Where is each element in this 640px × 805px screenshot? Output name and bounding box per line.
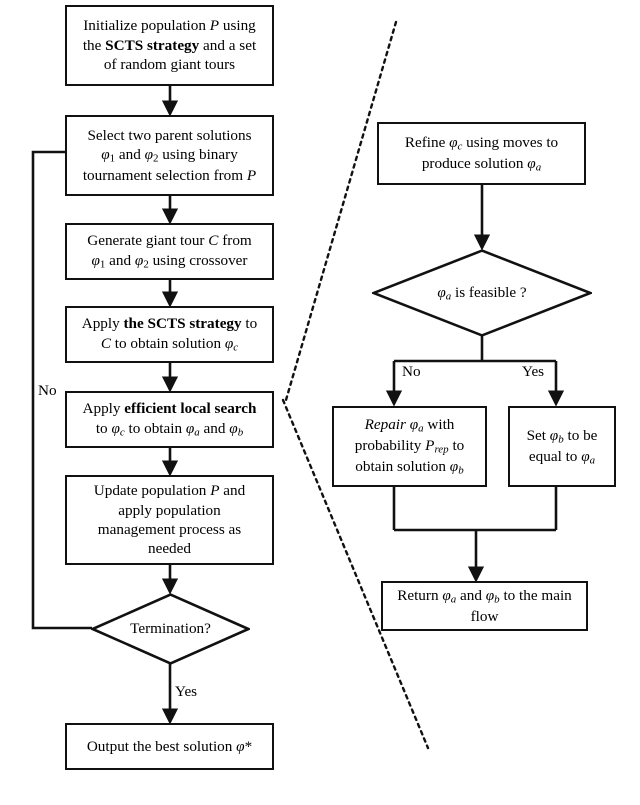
node-initialize-population[interactable]: Initialize population P using the SCTS s… [65,5,274,86]
node-set-phib-equal-label: Set φb to be equal to φa [526,426,598,467]
node-select-parents-label: Select two parent solutions φ1 and φ2 us… [82,126,257,184]
node-generate-giant-tour[interactable]: Generate giant tour C from φ1 and φ2 usi… [65,223,274,280]
node-generate-giant-tour-label: Generate giant tour C from φ1 and φ2 usi… [87,232,252,271]
edge-label-loop-no: No [38,382,57,399]
edge-label-termination-yes: Yes [175,683,198,700]
edge-label-branch-yes: Yes [522,363,545,380]
node-set-phib-equal[interactable]: Set φb to be equal to φa [508,406,616,487]
node-output-best-solution-label: Output the best solution φ* [86,737,253,755]
node-return-to-main-flow-label: Return φa and φb to the main flow [397,586,572,625]
node-apply-scts[interactable]: Apply the SCTS strategy to C to obtain s… [65,306,274,363]
node-apply-local-search-label: Apply efficient local search to φc to ob… [82,400,257,439]
edge-label-branch-no: No [402,363,421,380]
node-refine-solution[interactable]: Refine φc using moves to produce solutio… [377,122,586,185]
node-repair-solution-label: Repair φa with probability Prep to obtai… [354,416,465,477]
node-output-best-solution[interactable]: Output the best solution φ* [65,723,274,770]
node-initialize-population-label: Initialize population P using the SCTS s… [82,17,257,74]
node-return-to-main-flow[interactable]: Return φa and φb to the main flow [381,581,588,631]
node-apply-scts-label: Apply the SCTS strategy to C to obtain s… [81,315,258,354]
node-update-population-label: Update population P and apply population… [93,482,246,558]
node-refine-solution-label: Refine φc using moves to produce solutio… [404,133,559,174]
node-select-parents[interactable]: Select two parent solutions φ1 and φ2 us… [65,115,274,196]
node-feasible-shape[interactable] [372,249,592,337]
callout-line-upper [284,20,398,402]
node-termination-shape[interactable] [91,593,250,665]
node-repair-solution[interactable]: Repair φa with probability Prep to obtai… [332,406,487,487]
node-update-population[interactable]: Update population P and apply population… [65,475,274,565]
node-apply-local-search[interactable]: Apply efficient local search to φc to ob… [65,391,274,448]
